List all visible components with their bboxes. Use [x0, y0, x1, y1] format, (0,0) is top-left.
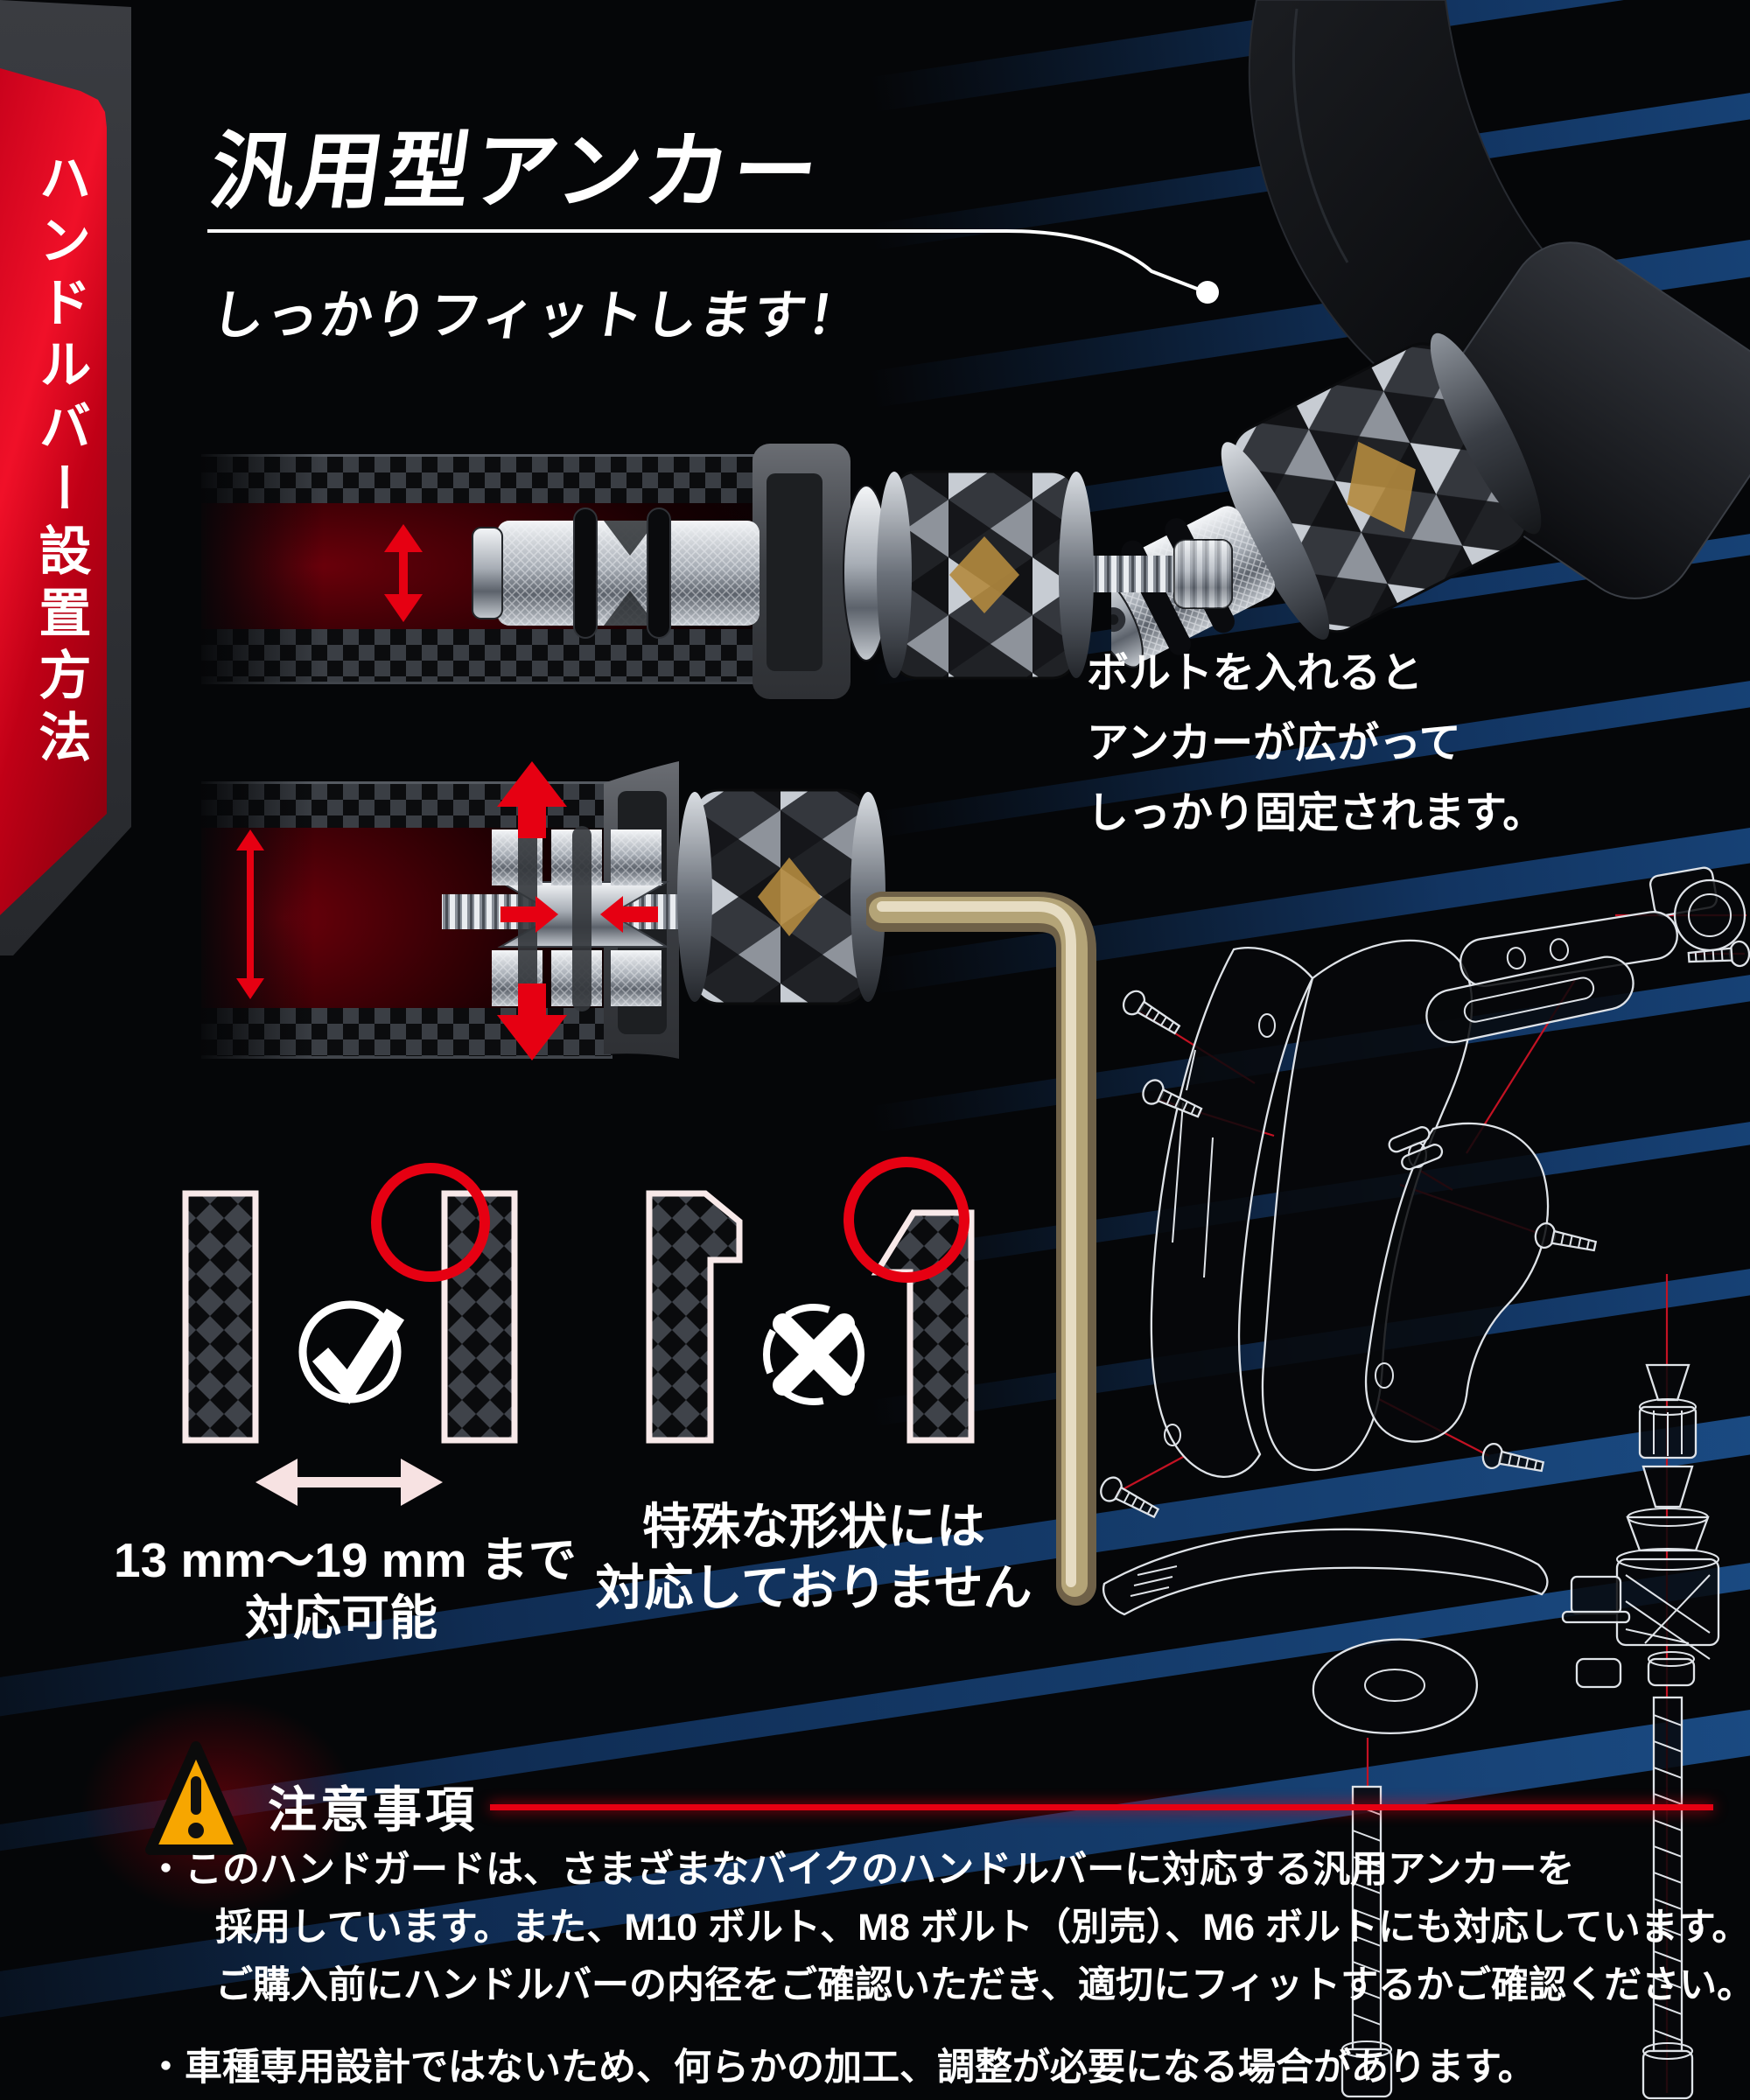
guard-lower-blade [1102, 1528, 1549, 1616]
expand-arrows-icon [236, 761, 658, 1060]
notice-line: 採用しています。また、M10 ボルト、M8 ボルト（別売）、M6 ボルトにも対応… [215, 1907, 1750, 1949]
page-subtitle: しっかりフィットします！ [207, 286, 866, 345]
anchor-note-line: しっかり固定されます。 [1087, 790, 1545, 836]
warning-triangle-icon [145, 1741, 247, 1855]
anchor-parts-column [1561, 1363, 1720, 2100]
straight-bar-figure [182, 1163, 518, 1506]
notice-heading: 注意事項 [268, 1782, 478, 1838]
o-ring [647, 508, 671, 639]
bar-end-weight [877, 470, 1094, 680]
hex-key [866, 892, 1096, 1606]
long-bolt-left [1340, 1785, 1393, 2098]
tube-left-fade [192, 442, 324, 696]
compat-ok-caption-1: 13 mm〜19 mm まで [114, 1533, 577, 1587]
callout-line [207, 229, 1198, 290]
anchor-body [472, 508, 760, 639]
notice-line: ご購入前にハンドルバーの内径をご確認いただき、適切にフィットするかご確認ください… [215, 1964, 1750, 2006]
check-circle-icon [298, 1300, 405, 1404]
compat-ok-caption-2: 対応可能 [244, 1591, 438, 1645]
diagram2-parts [236, 761, 886, 1060]
diagram-anchor-expanded [192, 752, 1251, 1085]
bottom-clamp-piece [1312, 1638, 1478, 1734]
exploded-diagram: .wire{stroke:#dfe3e8;stroke-width:2.3;fi… [1100, 866, 1750, 2100]
ribbon-label: ハンドルバー設置方法 [32, 150, 90, 772]
diagram1-parts [384, 444, 1233, 699]
range-arrow-icon [256, 1459, 443, 1506]
diagram-anchor-inserted [192, 442, 1251, 704]
notice-divider [490, 1804, 1713, 1810]
highlight-circle [371, 1163, 490, 1282]
page-title: 汎用型アンカー [204, 125, 828, 219]
tube-end-flare [752, 444, 850, 699]
notice-list: ・このハンドガードは、さまざまなバイクのハンドルバーに対応する汎用アンカーを 採… [147, 1841, 1750, 2096]
anchor-note: ボルトを入れると アンカーが広がって しっかり固定されます。 [1087, 639, 1612, 849]
guard-main-frame [1150, 939, 1550, 1478]
callout-dot [1196, 281, 1219, 304]
ribbon: ハンドルバー設置方法 [0, 68, 107, 915]
bolt-head [1173, 539, 1233, 609]
bar-end-weight [677, 788, 886, 1005]
compat-ng-caption-1: 特殊な形状には [642, 1499, 985, 1554]
cross-circle-icon [763, 1304, 864, 1405]
anchor-note-line: ボルトを入れると [1087, 650, 1424, 696]
title-callout [207, 229, 1219, 304]
compat-ng-caption-2: 対応しておりません [595, 1560, 1032, 1615]
o-ring [572, 826, 592, 1012]
compatibility-figures [182, 1157, 975, 1506]
shaped-bar-figure [646, 1157, 975, 1444]
hero-bar-end-weight [1221, 332, 1542, 640]
anchor-note-line: アンカーが広がって [1087, 720, 1461, 766]
fit-up-down-arrow-icon [384, 524, 423, 622]
screws [1100, 940, 1750, 1519]
o-ring [573, 508, 598, 639]
notice-line: ・このハンドガードは、さまざまなバイクのハンドルバーに対応する汎用アンカーを [147, 1849, 1575, 1891]
highlight-circle [844, 1157, 970, 1283]
top-clamp-cluster [1388, 866, 1746, 1171]
notice-line: ・車種専用設計ではないため、何らかの加工、調整が必要になる場合があります。 [147, 2047, 1536, 2089]
